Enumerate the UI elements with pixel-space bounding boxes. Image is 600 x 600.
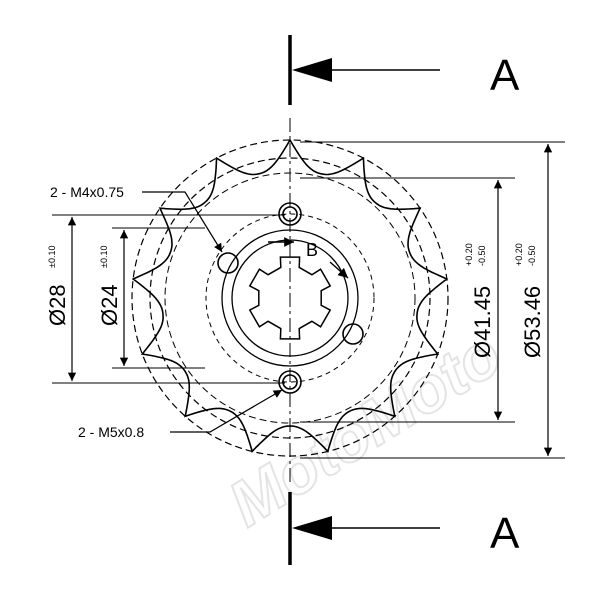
callout-leaders <box>142 191 283 433</box>
hole-right <box>342 323 364 345</box>
dim-28: Ø28 <box>45 284 70 326</box>
dim-41-tol-minus: -0.50 <box>477 245 487 266</box>
dim-53: Ø53.46 <box>520 286 545 358</box>
hole-left <box>217 252 239 274</box>
extension-lines <box>52 141 565 459</box>
dim-53-tol-plus: +0.20 <box>514 243 524 266</box>
dim-53-tol-minus: -0.50 <box>527 245 537 266</box>
watermark: MotoMoto <box>216 317 513 540</box>
section-line <box>288 35 440 565</box>
view-b-indicator <box>268 237 349 279</box>
dimension-lines <box>67 144 553 456</box>
section-label-bottom: A <box>490 509 520 558</box>
callout-m5: 2 - M5x0.8 <box>78 424 144 440</box>
dim-41-tol-plus: +0.20 <box>464 243 474 266</box>
spline-bore <box>248 256 332 340</box>
view-b-label: B <box>306 240 318 260</box>
dim-28-tol: ±0.10 <box>47 246 57 268</box>
dim-24-tol: ±0.10 <box>99 246 109 268</box>
dim-24: Ø24 <box>97 284 122 326</box>
section-label-top: A <box>490 51 520 100</box>
dim-41: Ø41.45 <box>470 286 495 358</box>
callout-m4: 2 - M4x0.75 <box>50 184 124 200</box>
pitch-circle <box>149 157 431 439</box>
bolt-circle <box>205 213 375 383</box>
